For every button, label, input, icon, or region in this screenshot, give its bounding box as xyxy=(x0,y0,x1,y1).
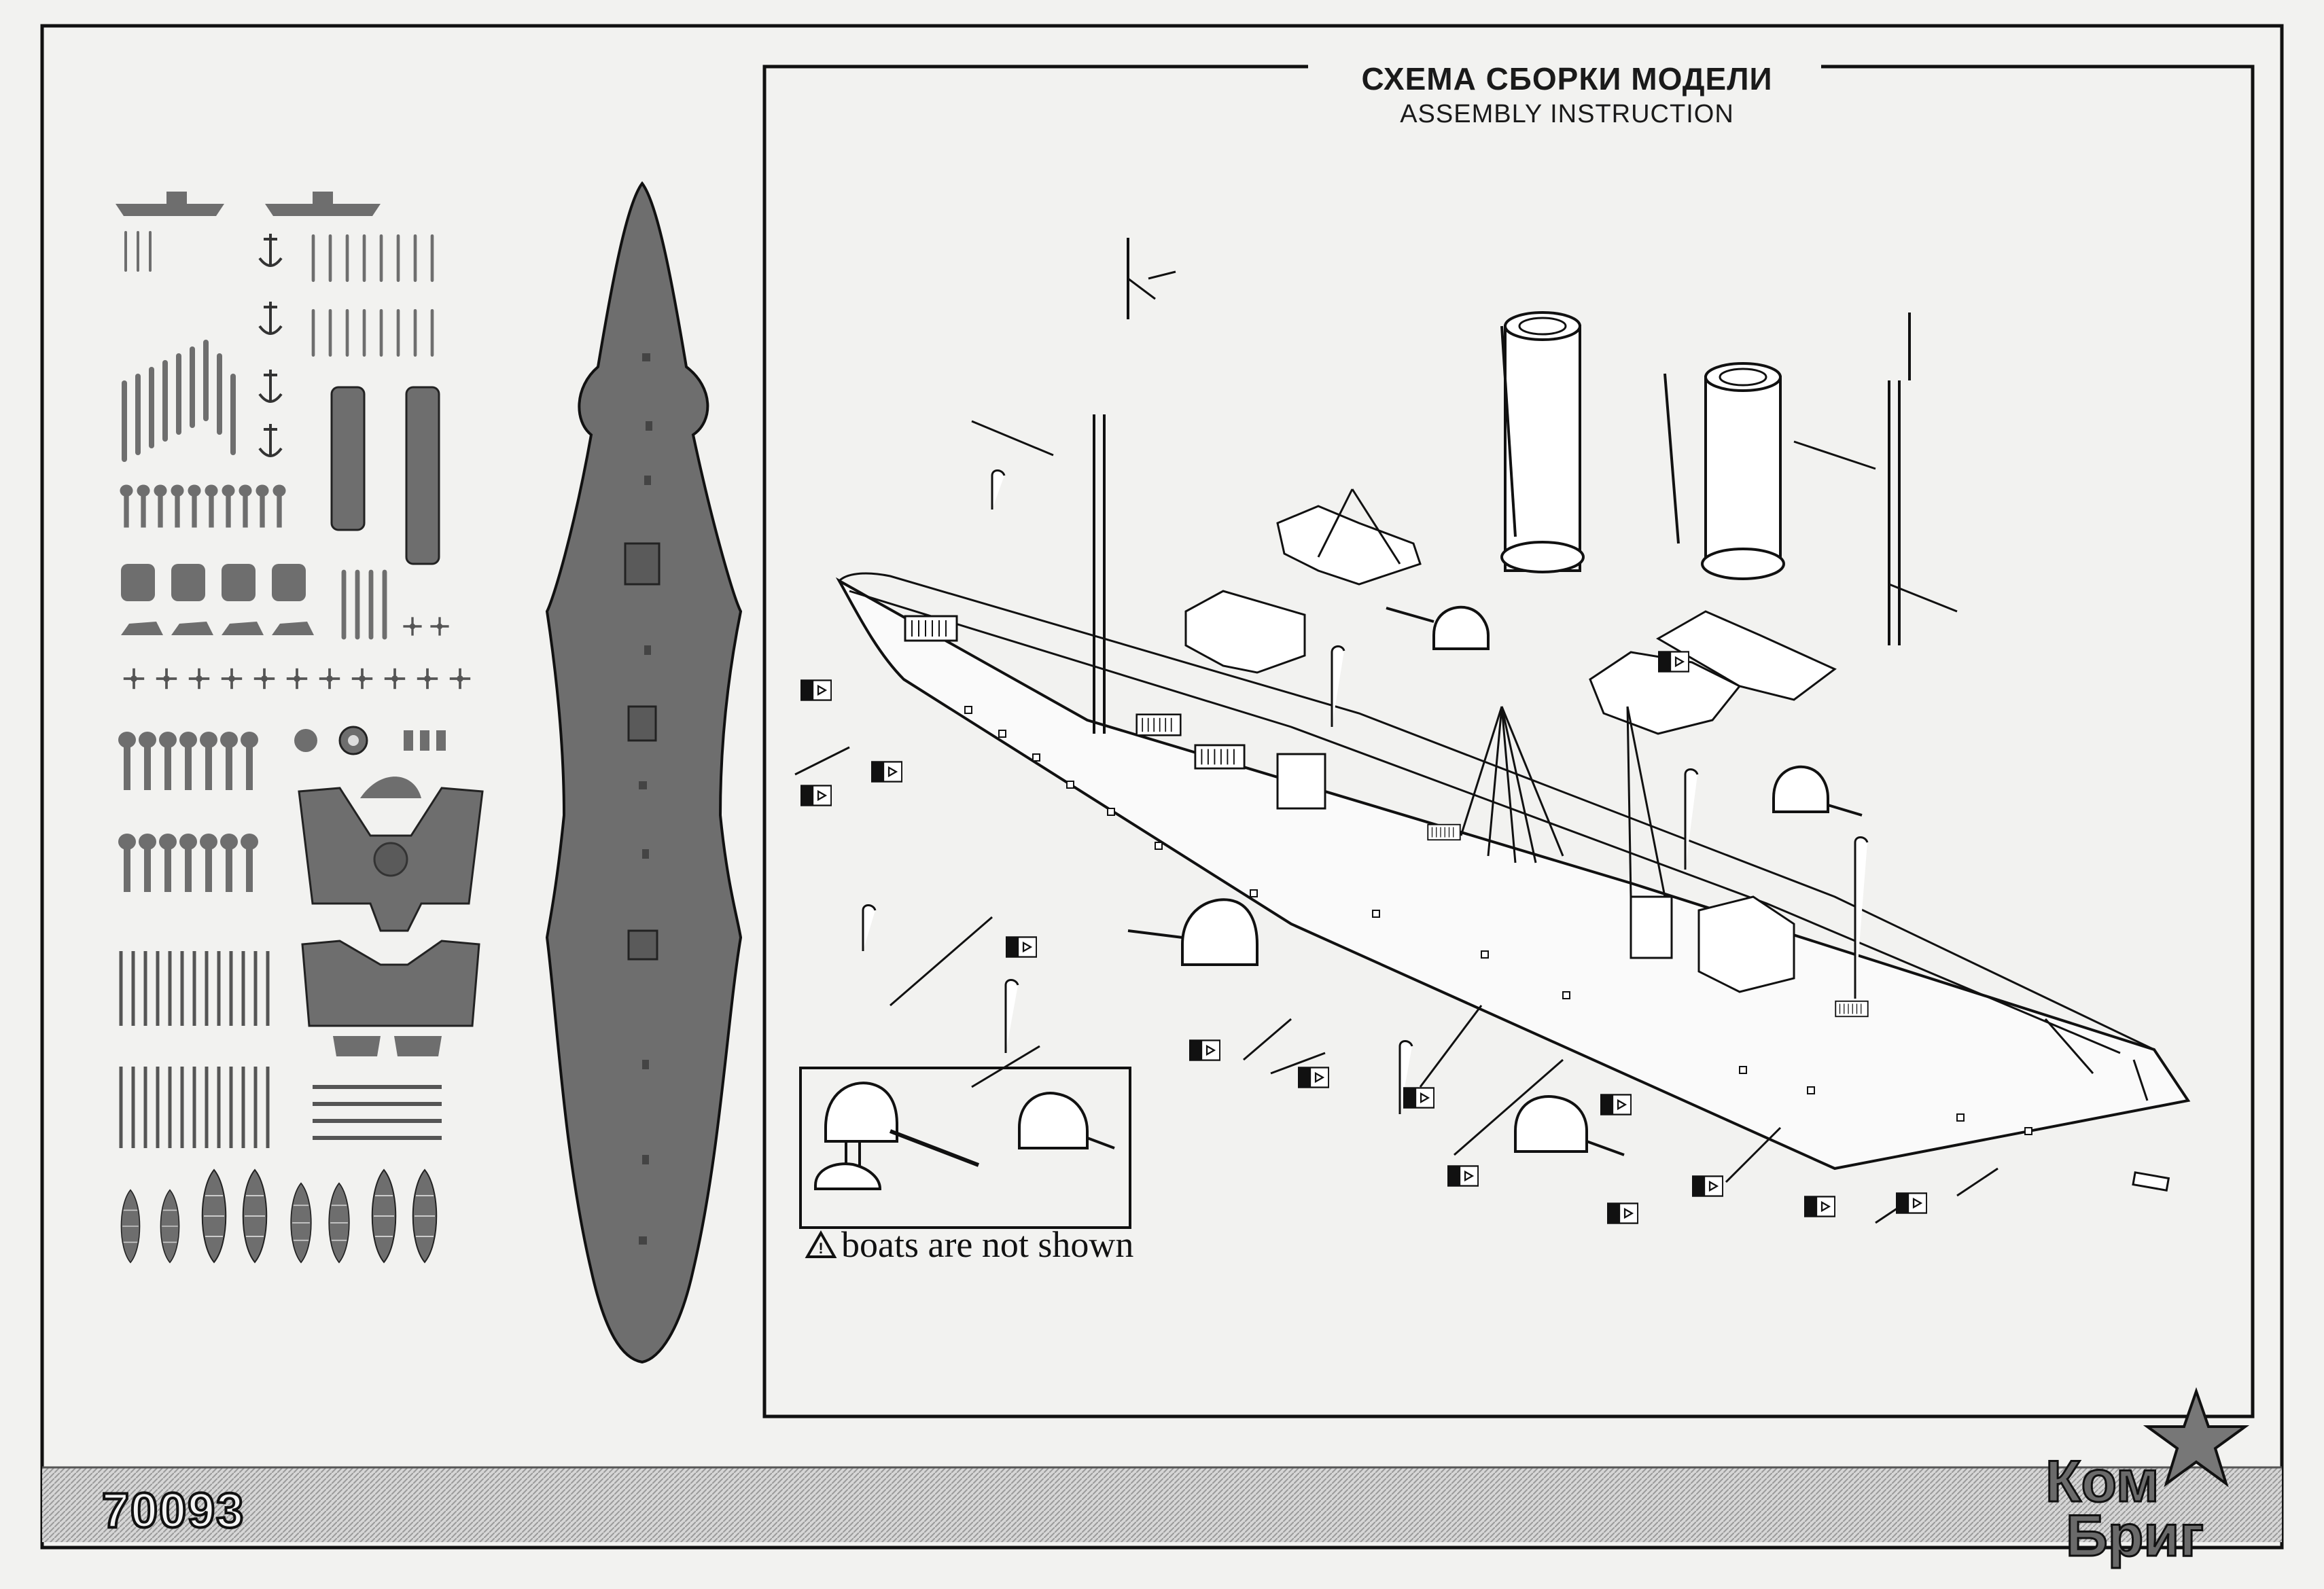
assembly-panel: СХЕМА СБОРКИ МОДЕЛИ ASSEMBLY INSTRUCTION xyxy=(762,61,2255,1418)
skylight-part xyxy=(1835,1000,1869,1018)
flag-marker-icon xyxy=(1600,1094,1632,1115)
hull-side xyxy=(835,577,2191,1171)
rigging-strand-rows xyxy=(119,951,270,1148)
boats-note-text: boats are not shown xyxy=(841,1224,1133,1265)
funnel-base-1 xyxy=(627,705,657,742)
mini-hull-1 xyxy=(116,204,224,216)
parts-sprue-layout xyxy=(116,192,484,1264)
anchor-icon xyxy=(258,423,283,458)
deck-fittings xyxy=(639,353,652,1245)
boat-row xyxy=(120,1169,438,1264)
davit-grid xyxy=(311,234,434,357)
small-gun-cluster xyxy=(402,615,451,637)
aft-turret-mount xyxy=(627,929,658,961)
gun-turret-parts xyxy=(1127,605,1863,1156)
outer-frame xyxy=(40,24,2284,1550)
superstructure-parts xyxy=(1184,505,1837,993)
leader-lines xyxy=(794,270,2149,1224)
flag-marker-icon xyxy=(1607,1202,1638,1224)
anchor-icon xyxy=(258,300,283,336)
skylight-part xyxy=(904,615,958,642)
small-post-row xyxy=(404,730,446,751)
footer-band: 70093 Ком Бриг xyxy=(42,1387,2282,1570)
flag-marker-icon xyxy=(1403,1087,1434,1109)
brand-name-line2: Бриг xyxy=(2066,1503,2204,1569)
ventilator-row xyxy=(120,484,286,528)
flag-marker-icon xyxy=(1804,1196,1835,1217)
exploded-hull-view xyxy=(835,572,2191,1192)
small-deck-pieces xyxy=(333,1036,442,1056)
funnel-part-1 xyxy=(330,386,366,531)
gun-shield-row xyxy=(121,564,306,601)
mini-superstructure-2 xyxy=(313,192,333,204)
title-english: ASSEMBLY INSTRUCTION xyxy=(1400,100,1734,128)
round-fitting-1 xyxy=(294,729,317,752)
rail-bars xyxy=(313,1085,442,1140)
flag-marker-icon xyxy=(800,679,832,701)
flag-marker-icon xyxy=(1896,1192,1927,1214)
fitting-row xyxy=(122,666,472,691)
mini-superstructure-1 xyxy=(166,192,187,204)
forward-turret-mount xyxy=(624,542,661,586)
anchor-icon xyxy=(258,232,283,268)
porthole-row xyxy=(964,706,2032,1135)
boats-note: ! boats are not shown xyxy=(805,1224,1133,1265)
kit-number: 70093 xyxy=(102,1484,245,1538)
flag-marker-icon xyxy=(871,761,902,783)
deck-plan-view xyxy=(545,181,743,1364)
large-ventilator-rows xyxy=(118,732,258,892)
skylight-part xyxy=(1194,744,1246,770)
hull-deck-edge xyxy=(838,572,2155,1054)
flag-marker-icon xyxy=(1658,651,1689,673)
brand-logo: Ком Бриг xyxy=(2045,1387,2250,1570)
gun-mount-row xyxy=(121,622,314,635)
flag-marker-icon xyxy=(800,785,832,806)
flag-marker-icon xyxy=(1447,1165,1479,1187)
brand-name-line1: Ком xyxy=(2045,1449,2160,1514)
mast-rods-cluster xyxy=(122,340,236,462)
svg-text:!: ! xyxy=(818,1240,823,1257)
title-russian: СХЕМА СБОРКИ МОДЕЛИ xyxy=(1361,61,1772,96)
rod-group-top xyxy=(124,231,152,272)
funnel-2 xyxy=(1701,362,1785,580)
funnel-1 xyxy=(1500,311,1585,573)
skylight-part xyxy=(1427,823,1461,841)
flag-marker-icon xyxy=(1692,1175,1723,1197)
aft-bridge-deck xyxy=(301,940,480,1027)
star-emblem-icon xyxy=(2143,1387,2250,1488)
flag-marker-icon xyxy=(1298,1067,1329,1088)
mini-hull-2 xyxy=(265,204,381,216)
bridge-cap xyxy=(360,776,421,798)
skylight-part xyxy=(1135,713,1182,736)
anchor-icon xyxy=(258,368,283,404)
barrel-cluster xyxy=(341,569,387,640)
ventilator-parts xyxy=(862,469,1869,1114)
masts xyxy=(1093,238,1911,734)
flag-marker-icon xyxy=(1006,936,1037,958)
warning-triangle-icon xyxy=(805,1230,837,1258)
funnel-part-2 xyxy=(405,386,440,565)
turret-inset xyxy=(799,1067,1131,1229)
flag-marker-icon xyxy=(1189,1039,1220,1061)
